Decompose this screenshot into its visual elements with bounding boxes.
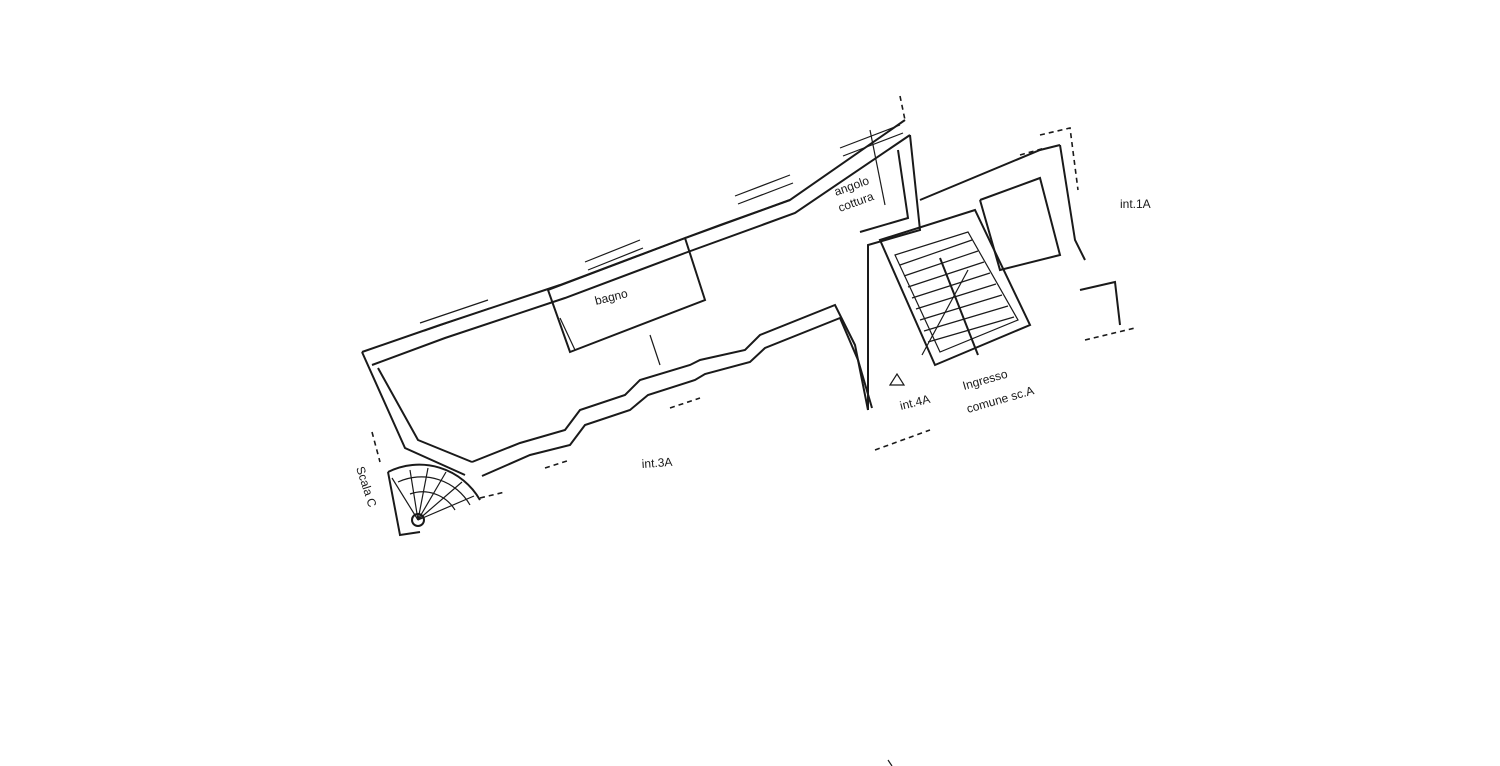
room-labels: angolo cottura bagno int.1A int.3A int.4… (353, 173, 1151, 509)
south-inner-wall (481, 316, 873, 477)
label-int3a: int.3A (641, 455, 673, 471)
north-inner-wall (371, 134, 911, 366)
label-int1a: int.1A (1120, 197, 1151, 211)
scala-c-spiral-stair (387, 463, 481, 537)
dashed-boundaries (371, 95, 1046, 499)
label-scala-c: Scala C (353, 465, 379, 510)
stair-direction-line (921, 269, 969, 356)
south-outer-wall (471, 303, 869, 463)
page-bottom-mark (887, 759, 893, 766)
apartment-walls (361, 119, 922, 477)
int1a-unit-walls (919, 127, 1136, 341)
label-ingresso: Ingresso (961, 367, 1009, 393)
landing-triangle-icon (888, 372, 906, 386)
east-wall-inner (859, 149, 910, 233)
angolo-cottura-area (684, 129, 886, 239)
spiral-center (411, 513, 425, 527)
east-wall (867, 134, 922, 410)
bagno-room (546, 236, 707, 366)
stair-handrail (939, 257, 979, 356)
label-int4a: int.4A (898, 392, 931, 413)
north-outer-wall (361, 119, 906, 353)
label-bagno: bagno (593, 286, 629, 308)
window-strips (419, 124, 904, 332)
stairwell-sc-a (878, 208, 1032, 386)
west-inner-wall (377, 367, 473, 463)
west-outer-wall (361, 351, 466, 476)
